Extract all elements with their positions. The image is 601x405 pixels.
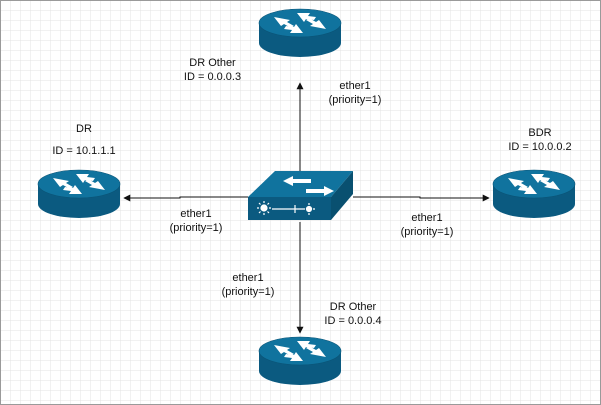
dr-router-id: ID = 10.1.1.1 xyxy=(52,145,116,157)
bdr-router-role: BDR xyxy=(528,127,552,139)
bottom-router-id: ID = 0.0.0.4 xyxy=(324,315,382,327)
link-switch-to-dr-router xyxy=(123,194,248,202)
link-switch-to-bdr-router xyxy=(353,194,490,202)
left-link-label: ether1 (priority=1) xyxy=(156,207,236,235)
router-icon[interactable] xyxy=(258,8,342,57)
top-link-iface: ether1 xyxy=(339,80,371,92)
top-router-id: ID = 0.0.0.3 xyxy=(183,71,242,83)
top-link-label: ether1 (priority=1) xyxy=(315,79,395,107)
left-link-priority: (priority=1) xyxy=(169,222,223,234)
dr-router-label: DR ID = 10.1.1.1 xyxy=(34,122,134,158)
bottom-link-iface: ether1 xyxy=(232,272,264,284)
router-icon[interactable] xyxy=(37,169,121,218)
top-link-priority: (priority=1) xyxy=(328,94,382,106)
top-router-label: DR Other ID = 0.0.0.3 xyxy=(170,56,255,84)
switch-icon[interactable] xyxy=(248,171,353,220)
bottom-router-label: DR Other ID = 0.0.0.4 xyxy=(308,300,398,328)
bottom-link-label: ether1 (priority=1) xyxy=(208,271,288,299)
right-link-label: ether1 (priority=1) xyxy=(387,211,467,239)
bottom-router-role: DR Other xyxy=(329,301,377,313)
top-router-role: DR Other xyxy=(189,57,236,69)
right-link-priority: (priority=1) xyxy=(400,226,454,238)
bdr-router-id: ID = 10.0.0.2 xyxy=(508,141,572,153)
router-icon[interactable] xyxy=(258,336,342,385)
dr-router-role: DR xyxy=(76,123,92,135)
router-icon[interactable] xyxy=(492,169,576,218)
left-link-iface: ether1 xyxy=(180,208,212,220)
bottom-link-priority: (priority=1) xyxy=(221,286,275,298)
bdr-router-label: BDR ID = 10.0.0.2 xyxy=(490,126,590,154)
right-link-iface: ether1 xyxy=(411,212,443,224)
